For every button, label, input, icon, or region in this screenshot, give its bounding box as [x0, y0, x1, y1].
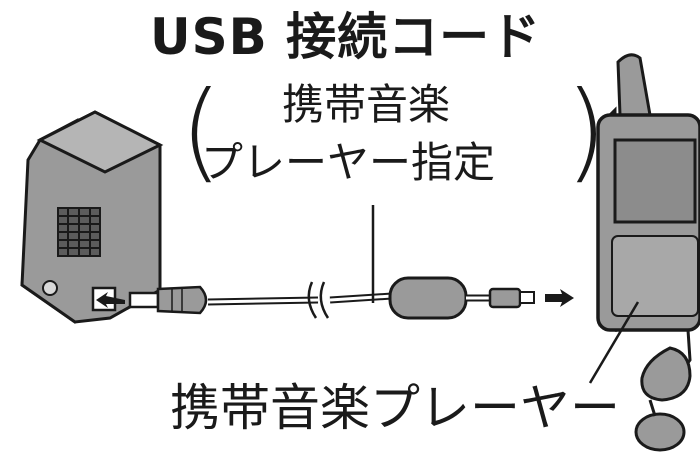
- insert-arrow-left: [96, 292, 125, 308]
- cord-note-open-paren: (: [180, 69, 223, 194]
- cord-title-label: USB 接続コード: [150, 8, 542, 66]
- player-screen: [613, 138, 697, 224]
- cord-note-line1: 携帯音楽: [282, 80, 451, 129]
- charger-indicator: [42, 280, 58, 296]
- charger-device: [20, 110, 164, 324]
- player-control-pad: [611, 235, 699, 317]
- insert-arrow-right: [545, 289, 574, 307]
- charger-vent-grille: [57, 207, 101, 257]
- cable-break-mark: [307, 281, 330, 319]
- mini-plug-body: [488, 287, 522, 309]
- music-player-label: 携帯音楽プレーヤー: [170, 379, 620, 437]
- usb-cable: [128, 276, 574, 320]
- cord-note-line2: プレーヤー指定: [201, 138, 496, 187]
- player-leader-line: [588, 301, 640, 384]
- ferrite-core: [388, 276, 468, 320]
- player-strap: [616, 53, 652, 116]
- earbud-upper: [640, 346, 692, 402]
- usb-a-plug-metal: [128, 291, 160, 309]
- music-player: [596, 53, 700, 452]
- charger-top: [36, 110, 164, 174]
- cord-note-close-paren: ): [565, 69, 608, 194]
- mini-plug-tip: [519, 291, 535, 304]
- earbud-lower: [634, 412, 686, 452]
